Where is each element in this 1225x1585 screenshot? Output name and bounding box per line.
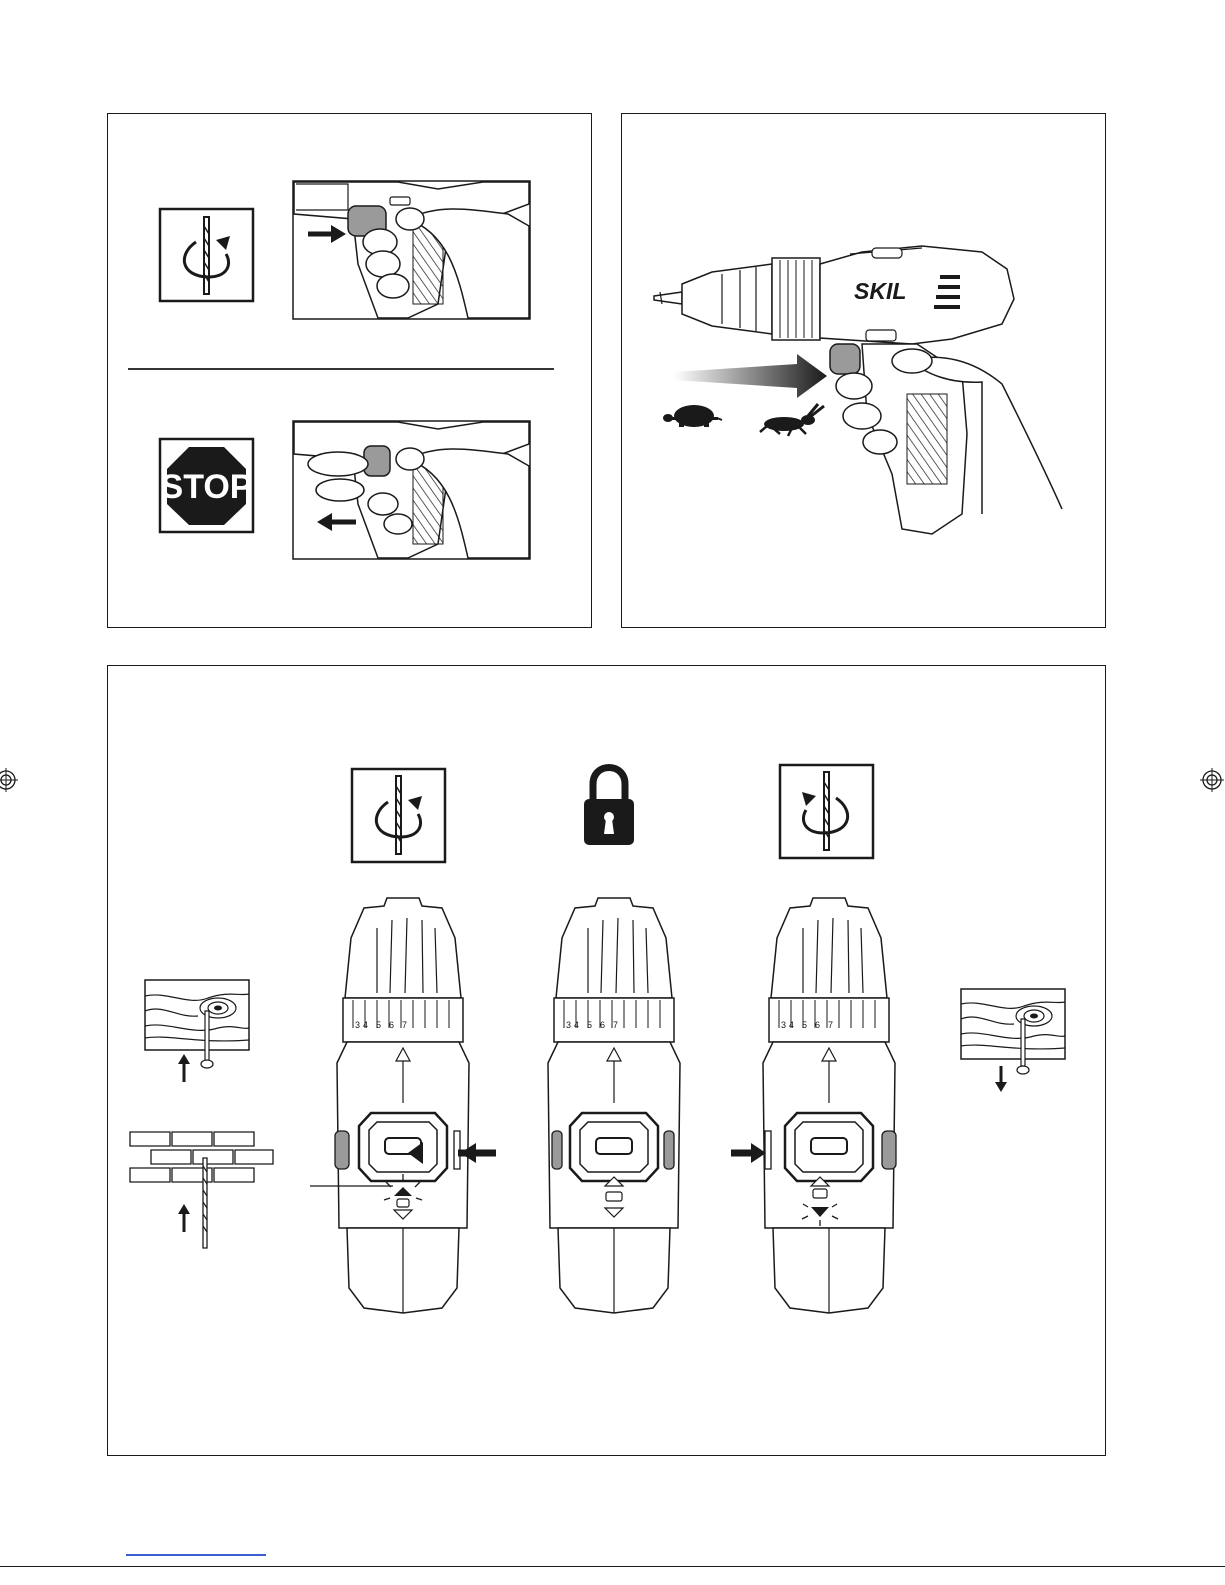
registration-mark-icon [0,768,18,792]
clockwise-rotation-icon [352,769,445,862]
torque-scale-6: 6 [600,1020,605,1030]
torque-scale-3: 3 [566,1020,571,1030]
trigger-panel: STOP [107,113,592,628]
torque-scale-7: 7 [613,1020,618,1030]
footer-link-underline [126,1554,266,1556]
drill-forward-position: 3 4 5 6 7 [310,898,496,1313]
registration-mark-icon [1200,768,1224,792]
clockwise-rotation-icon [160,209,253,301]
drill-locked-position: 3 4 5 6 7 [548,898,680,1313]
padlock-icon [584,768,634,846]
screw-into-wood-icon [145,980,249,1082]
torque-scale-4: 4 [574,1020,579,1030]
drill-into-brick-icon [130,1132,273,1248]
stop-label: STOP [161,468,253,506]
torque-scale-4: 4 [789,1020,794,1030]
torque-scale-5: 5 [802,1020,807,1030]
counterclockwise-rotation-icon [780,765,873,858]
speed-gradient-arrow [674,354,827,398]
trigger-press-illustration [293,181,530,319]
footer-rule [0,1566,1225,1567]
trigger-release-illustration [293,421,530,559]
direction-selector-panel: 3 4 5 6 7 3 4 5 6 7 [107,665,1106,1456]
torque-scale-4: 4 [363,1020,368,1030]
torque-scale-3: 3 [781,1020,786,1030]
torque-scale-5: 5 [587,1020,592,1030]
turtle-icon [663,405,722,427]
torque-scale-5: 5 [376,1020,381,1030]
torque-scale-6: 6 [389,1020,394,1030]
torque-scale-7: 7 [402,1020,407,1030]
torque-scale-3: 3 [355,1020,360,1030]
hare-icon [760,404,824,436]
stop-sign-icon: STOP [160,439,253,532]
variable-speed-panel: SKIL [621,113,1106,628]
torque-scale-7: 7 [828,1020,833,1030]
screw-out-of-wood-icon [961,989,1065,1092]
torque-scale-6: 6 [815,1020,820,1030]
brand-logo: SKIL [854,278,906,304]
drill-reverse-position: 3 4 5 6 7 [731,898,896,1313]
drill-side-view: SKIL [654,246,1062,534]
